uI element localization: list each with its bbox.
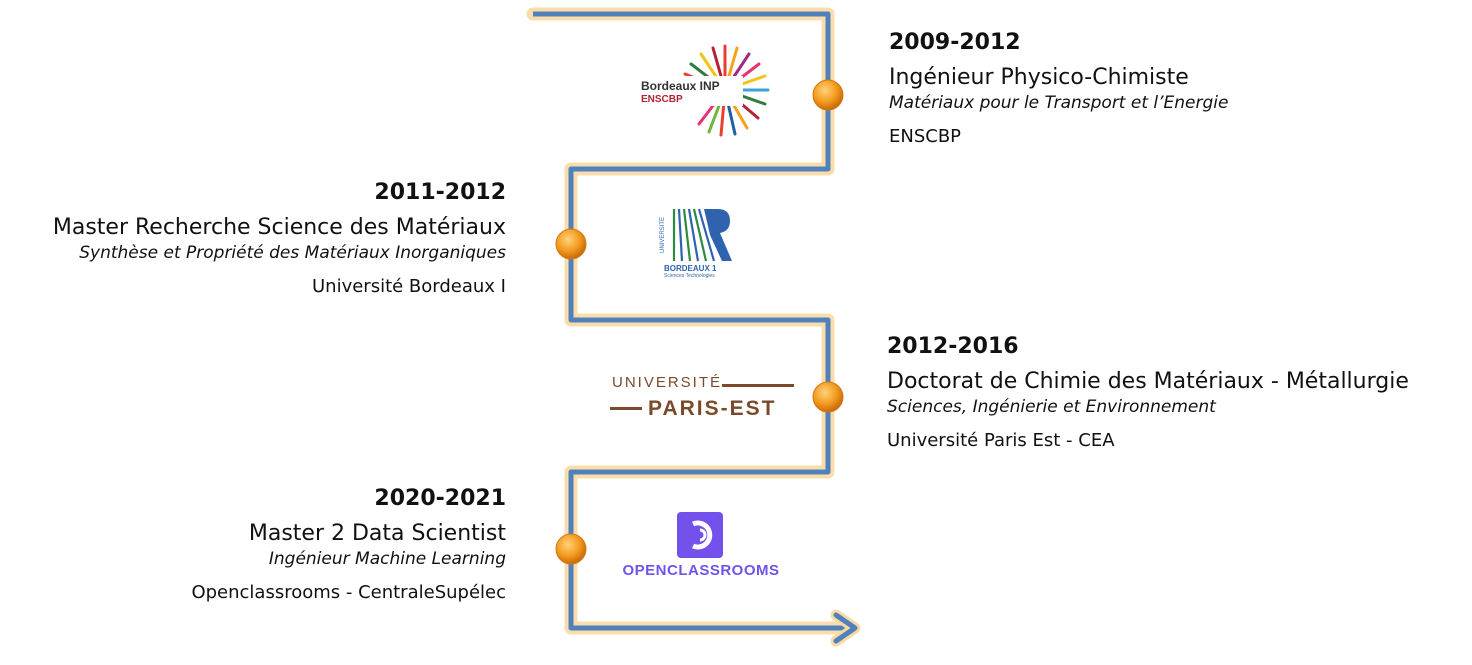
paris-est-rule — [722, 384, 794, 387]
bordeaux1-vertical-label: UNIVERSITÉ — [660, 217, 666, 254]
entry-degree: Ingénieur Physico-Chimiste — [889, 65, 1189, 90]
bordeaux1-subtitle: Sciences Technologies — [664, 273, 715, 279]
bordeaux-inp-burst-icon — [639, 44, 770, 137]
timeline-node — [812, 381, 844, 413]
entry-specialty: Ingénieur Machine Learning — [268, 549, 506, 569]
entry-years: 2009-2012 — [889, 30, 1021, 55]
entry-degree: Master Recherche Science des Matériaux — [52, 215, 506, 240]
bordeaux1-logo: UNIVERSITÉ BORDEAUX 1 Sciences Technolog… — [660, 205, 740, 285]
entry-years: 2011-2012 — [374, 180, 506, 205]
entry-degree: Master 2 Data Scientist — [248, 521, 506, 546]
entry-years: 2020-2021 — [374, 486, 506, 511]
entry-degree: Doctorat de Chimie des Matériaux - Métal… — [887, 369, 1409, 394]
openclassrooms-logo: OPENCLASSROOMS — [606, 510, 796, 585]
bordeaux-inp-school: ENSCBP — [641, 94, 683, 105]
openclassrooms-wordmark: OPENCLASSROOMS — [622, 562, 780, 579]
timeline-entry-bordeaux1: 2011-2012 Master Recherche Science des M… — [0, 180, 506, 298]
bordeaux-inp-name: Bordeaux INP — [641, 79, 720, 93]
entry-specialty: Sciences, Ingénierie et Environnement — [887, 397, 1216, 417]
entry-school: Université Bordeaux I — [311, 276, 506, 297]
entry-school: Université Paris Est - CEA — [887, 430, 1115, 451]
timeline-entry-paris-est: 2012-2016 Doctorat de Chimie des Matéria… — [887, 334, 1467, 452]
bordeaux1-name: BORDEAUX 1 — [664, 264, 717, 273]
entry-years: 2012-2016 — [887, 334, 1019, 359]
entry-school: Openclassrooms - CentraleSupélec — [191, 582, 506, 603]
paris-est-university-label: UNIVERSITÉ — [612, 374, 723, 391]
bordeaux-inp-logo: Bordeaux INP ENSCBP — [625, 38, 775, 148]
timeline-entry-openclassrooms: 2020-2021 Master 2 Data Scientist Ingéni… — [0, 486, 506, 604]
entry-school: ENSCBP — [889, 126, 962, 147]
bordeaux1-emblem-icon — [672, 208, 732, 262]
timeline-node — [812, 79, 844, 111]
timeline-entry-enscbp: 2009-2012 Ingénieur Physico-Chimiste Mat… — [889, 30, 1449, 148]
paris-est-logo: UNIVERSITÉ PARIS-EST — [606, 372, 798, 424]
timeline-arrow-head — [833, 612, 858, 644]
openclassrooms-app-icon — [677, 512, 723, 558]
paris-est-name: PARIS-EST — [648, 397, 777, 420]
entry-specialty: Matériaux pour le Transport et l’Energie — [889, 93, 1229, 113]
timeline-node — [555, 533, 587, 565]
timeline-node — [555, 228, 587, 260]
paris-est-rule — [610, 407, 642, 410]
entry-specialty: Synthèse et Propriété des Matériaux Inor… — [79, 243, 506, 263]
